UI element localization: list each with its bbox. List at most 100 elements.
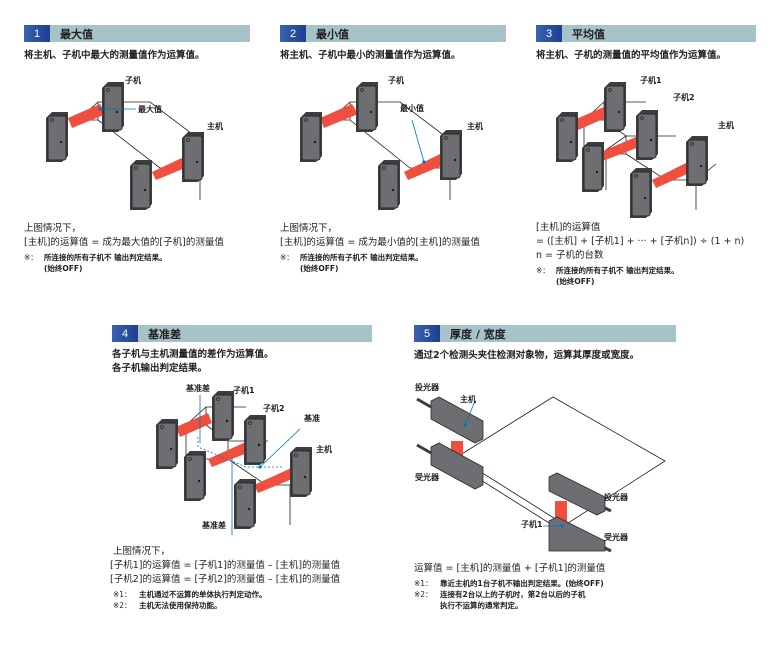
sensor-icon [629,167,653,219]
section-description: 将主机、子机中最大的测量值作为运算值。 [24,50,205,61]
section-number: 1 [24,25,50,42]
text-line: 上图情况下， [24,223,82,234]
label-sub1: 子机1 [233,386,255,395]
section-title: 最小值 [316,27,349,41]
section-title: 厚度 / 宽度 [450,327,506,341]
panel-thickness-width-text: 运算值 = [主机]的测量值 + [子机1]的测量值 ※1： 靠近主机的1台子机… [414,562,605,611]
sensor-icon [548,516,612,553]
sensor-icon [581,141,605,193]
text-line: [子机1]的运算值 = [子机1]的测量值 – [主机]的测量值 [110,560,341,571]
label-sub1: 子机1 [521,520,543,529]
diagram-reference-difference [155,390,313,535]
beam [404,154,446,180]
note: ※2： 连接有2台以上的子机时，第2台以后的子机 [414,589,605,600]
section-number: 4 [112,325,138,342]
note-mark: ※1： [414,579,433,588]
label-sub: 子机 [388,76,404,85]
section-title: 基准差 [148,327,181,341]
label-diff-top: 基准差 [186,384,210,393]
label-main: 主机 [718,121,734,130]
label-sub: 子机 [125,76,141,85]
label-sub2: 子机2 [673,93,695,102]
section-header: 4 基准差 [112,325,372,342]
text-line: [子机2]的运算值 = [子机2]的测量值 – [主机]的测量值 [110,574,341,585]
beam [574,106,610,130]
diagram-average [555,81,717,219]
note-text: 主机通过不运算的单体执行判定动作。 [139,590,267,599]
sensor-icon [243,414,267,466]
sensor-icon [685,135,709,187]
panel-reference-difference-text: 上图情况下， [子机1]的运算值 = [子机1]的测量值 – [主机]的测量值 … [110,545,340,611]
label-emitter-left: 投光器 [415,383,439,392]
panel-max-value-text: 上图情况下， [主机]的运算值 = 成为最大值的[子机]的测量值 ※： 所连接的… [24,222,224,274]
text-line: 上图情况下， [280,223,338,234]
section-number: 2 [280,25,306,42]
sensor-icon [45,111,69,163]
note-mark: ※2： [113,601,132,610]
note-text: 所连接的所有子机不 输出判定结果。 [44,253,167,262]
sensor-icon [233,478,257,530]
sensor-icon [299,111,323,163]
note: ※1： 主机通过不运算的单体执行判定动作。 [113,589,340,600]
text-line: [主机]的运算值 = 成为最大值的[子机]的测量值 [24,237,224,248]
sensor-icon [129,159,153,211]
note-continuation: 执行不运算的通常判定。 [440,601,523,610]
note-mark: ※： [24,253,38,262]
section-number: 3 [536,25,562,42]
beam [208,441,252,467]
diagram-min-value [299,81,463,211]
note: ※2： 主机无法使用保持功能。 [113,600,340,611]
label-receiver-right: 受光器 [604,533,628,542]
section-header: 1 最大值 [24,25,250,42]
target-object [456,396,666,526]
note-text: 所连接的所有子机不 输出判定结果。 [300,253,423,262]
panel-average-text: [主机]的运算值 = ([主机] + [子机1] + ··· + [子机n]) … [536,221,744,287]
beam [176,413,212,437]
text-line: 上图情况下， [113,546,171,557]
note-text: 靠近主机的1台子机不输出判定结果。(始终OFF) [440,579,604,588]
section-title: 平均值 [572,27,605,41]
text-line: 运算值 = [主机]的测量值 + [子机1]的测量值 [414,563,606,574]
sensor-icon [548,472,612,516]
beam [152,156,190,180]
panel-min-value-text: 上图情况下， [主机]的运算值 = 成为最小值的[主机]的测量值 ※： 所连接的… [280,222,480,274]
sensor-icon [183,450,207,502]
note: ※： 所连接的所有子机不 输出判定结果。 [24,252,224,263]
note-mark: ※1： [113,590,132,599]
sensor-icon [416,396,484,444]
note: ※： 所连接的所有子机不 输出判定结果。 [280,252,480,263]
section-header: 5 厚度 / 宽度 [414,325,676,342]
sensor-icon [355,81,379,133]
sensor-icon [155,418,179,470]
label-reference: 基准 [304,414,320,423]
section-description-line: 各子机输出判定结果。 [112,363,208,374]
diagram-thickness-width [416,396,666,553]
sensor-icon [377,159,401,211]
label-sub2: 子机2 [263,404,285,413]
beam [596,136,642,162]
note: ※1： 靠近主机的1台子机不输出判定结果。(始终OFF) [414,578,605,589]
section-header: 2 最小值 [280,25,506,42]
section-description: 将主机、子机的测量值的平均值作为运算值。 [536,50,727,61]
beam [68,104,106,128]
sensor-icon [555,111,579,163]
note-text: 所连接的所有子机不 输出判定结果。 [556,266,679,275]
note-text: 主机无法使用保持功能。 [139,601,222,610]
section-header: 3 平均值 [536,25,756,42]
sensor-icon [603,81,627,133]
panel-min-value: 2 最小值 将主机、子机中最小的测量值作为运算值。 [280,25,506,63]
label-main: 主机 [207,122,223,131]
sensor-icon [635,109,659,161]
sensor-icon [211,390,235,442]
section-description: 通过2个检测头夹住检测对象物，运算其厚度或宽度。 [414,350,640,361]
note-mark: ※2： [414,590,433,599]
diagram-max-value [45,81,205,211]
note-continuation: (始终OFF) [556,277,595,286]
panel-thickness-width: 5 厚度 / 宽度 通过2个检测头夹住检测对象物，运算其厚度或宽度。 [414,325,676,363]
text-line: [主机]的运算值 = 成为最小值的[主机]的测量值 [280,237,480,248]
label-main: 主机 [316,445,332,454]
note-mark: ※： [536,266,550,275]
sensor-icon [101,81,125,133]
note-text: 连接有2台以上的子机时，第2台以后的子机 [440,590,586,599]
label-value: 最大值 [138,105,162,114]
